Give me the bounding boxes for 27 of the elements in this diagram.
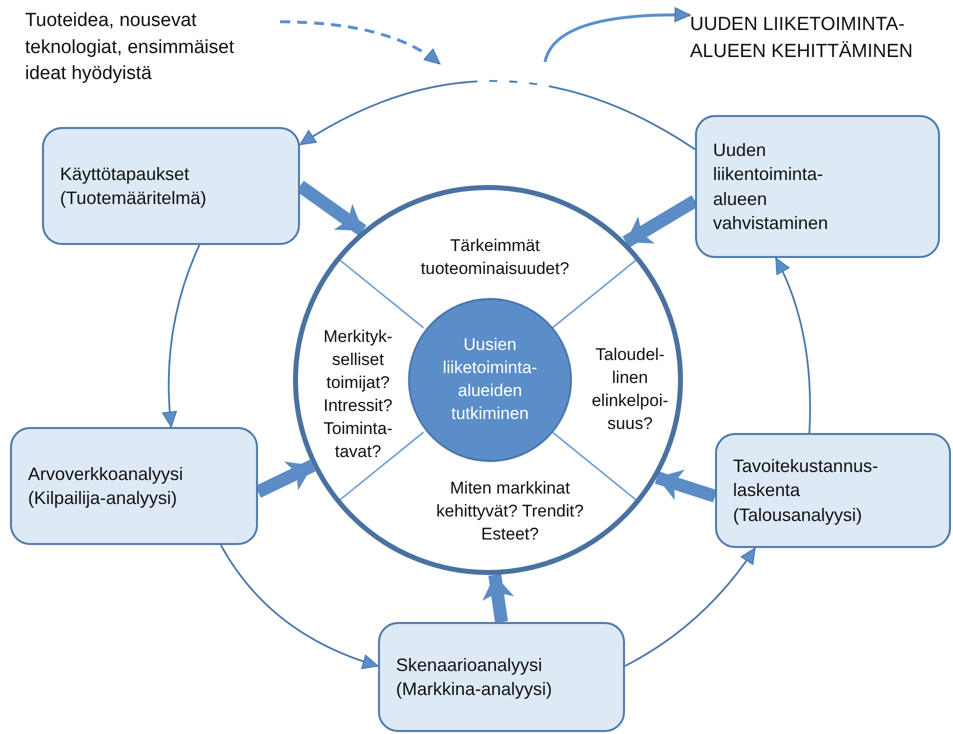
block-arrow [482, 574, 514, 623]
annotation-text: UUDEN LIIKETOIMINTA- ALUEEN KEHITTÄMINEN [690, 12, 946, 74]
arrow [162, 244, 200, 428]
node-label: Arvoverkkoanalyysi (Kilpailija-analyysi) [28, 462, 184, 510]
arrow [544, 8, 690, 62]
arrow [624, 548, 756, 667]
node-label: Skenaarioanalyysi (Markkina-analyysi) [396, 654, 554, 701]
process-box [695, 115, 940, 258]
node-label: Tavoitekustannus- laskenta (Talousanalyysi) [733, 455, 880, 527]
arrow [300, 80, 696, 150]
node-label: Käyttötapaukset (Tuotemääritelmä) [60, 162, 208, 210]
block-arrow [654, 470, 717, 502]
circle-diagram [293, 185, 683, 575]
question-text: Miten markkinat kehittyvät? Trendit? Esteet? [435, 478, 585, 546]
question-text: Merkityk- selliset toimijat? Intressit? Toiminta- tavat? [322, 326, 394, 463]
node-label: Uuden liikentoiminta- alueen vahvistaminen [713, 138, 830, 235]
arrow [280, 20, 441, 66]
node-label: Uusien liiketoiminta- alueiden tutkiminen [442, 334, 538, 425]
arrow [775, 258, 811, 434]
annotation-text: Tuoteidea, nousevat teknologiat, ensimmäiset ideat hyödyistä [25, 8, 275, 100]
arrow [220, 544, 378, 669]
question-text: Tärkeimmät tuoteominaisuudet? [420, 235, 570, 280]
process-box [378, 622, 625, 732]
process-box [42, 127, 300, 245]
process-box [10, 427, 258, 545]
process-box [715, 433, 951, 548]
question-text: Taloudel- linen elinkelpoi- suus? [590, 344, 670, 435]
